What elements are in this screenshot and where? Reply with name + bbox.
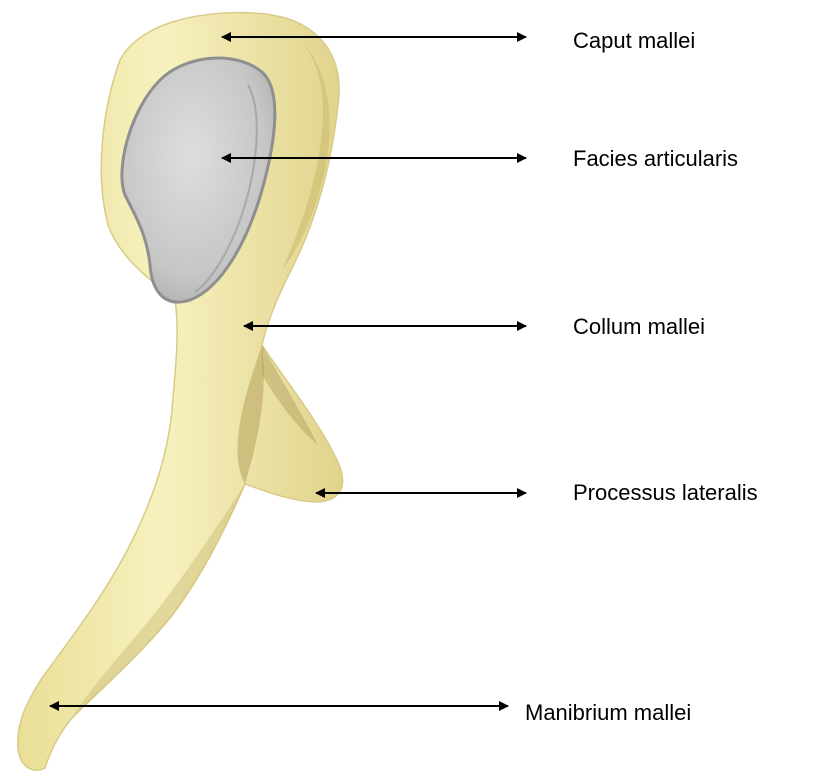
label-manibrium-mallei: Manibrium mallei bbox=[525, 702, 691, 724]
malleus-bone bbox=[18, 13, 343, 771]
label-processus-lateralis: Processus lateralis bbox=[573, 482, 758, 504]
label-facies-articularis: Facies articularis bbox=[573, 148, 738, 170]
label-collum-mallei: Collum mallei bbox=[573, 316, 705, 338]
label-caput-mallei: Caput mallei bbox=[573, 30, 695, 52]
